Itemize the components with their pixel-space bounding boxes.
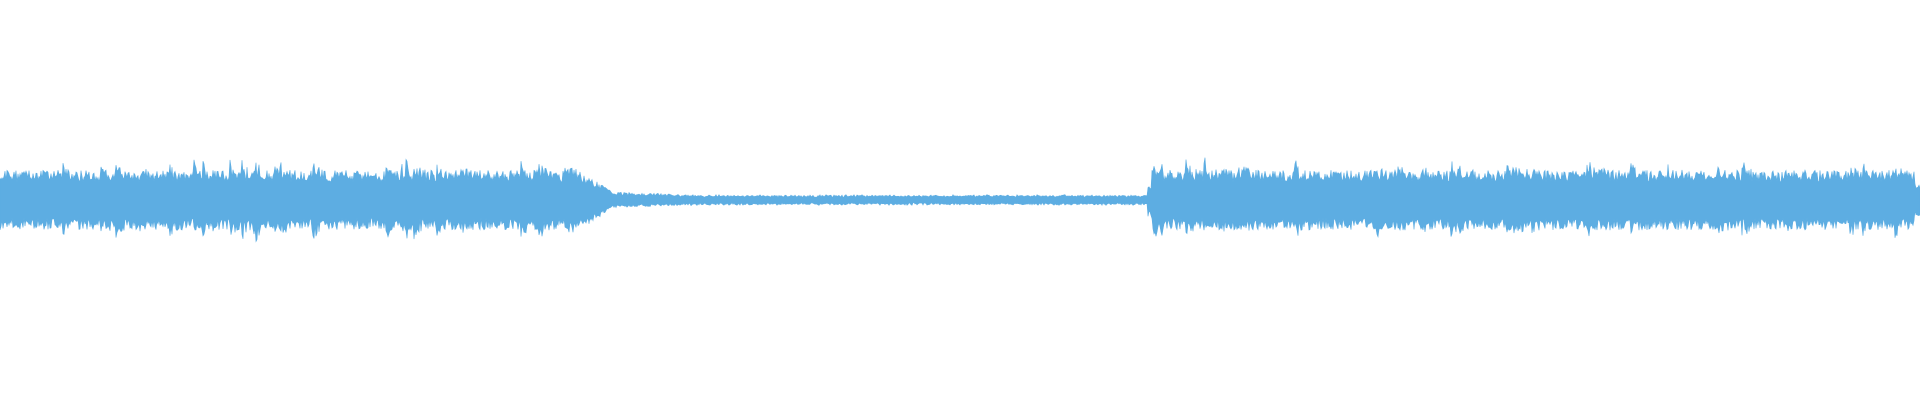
waveform-shape bbox=[0, 157, 1920, 243]
